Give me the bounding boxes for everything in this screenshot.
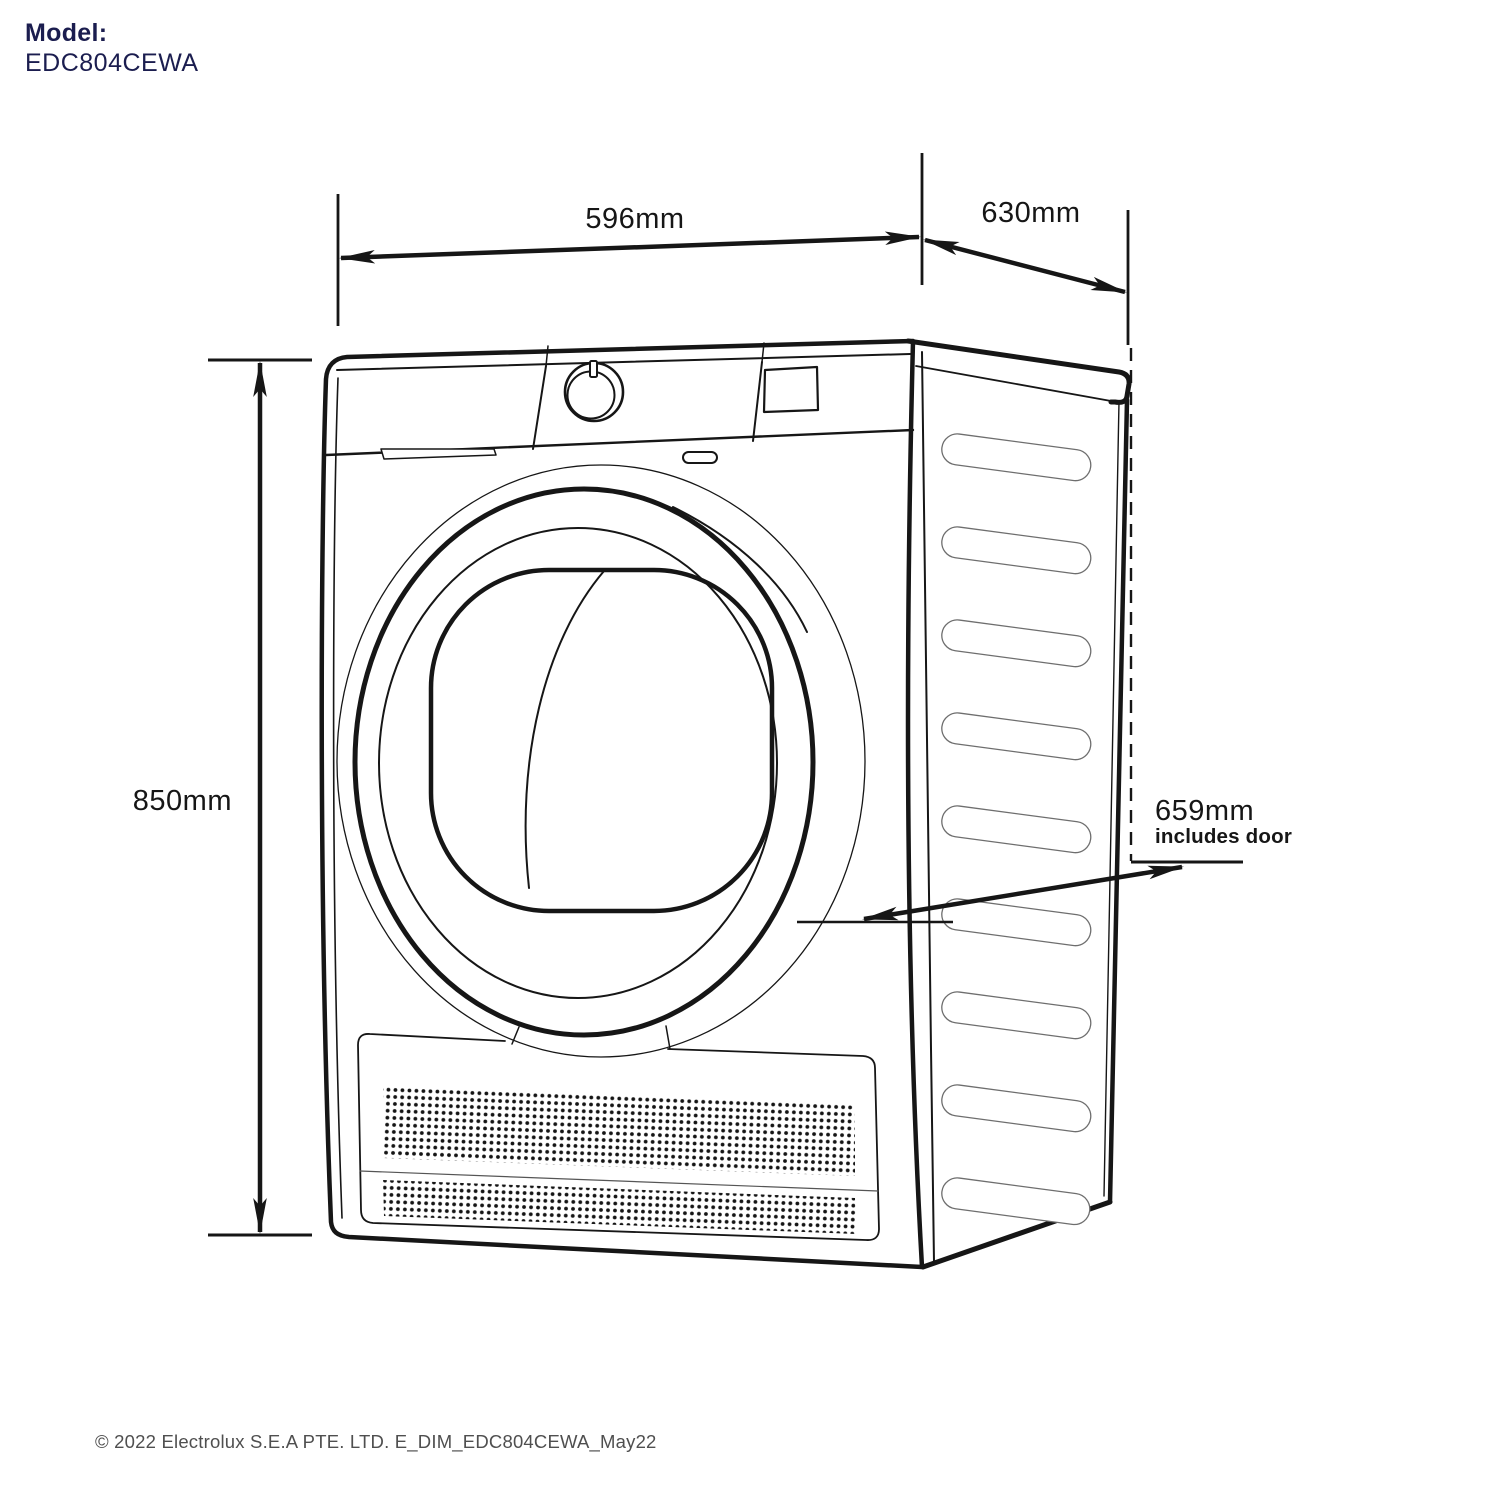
start-button [682,451,718,464]
copyright-note: © 2022 Electrolux S.E.A PTE. LTD. E_DIM_… [95,1431,657,1452]
dimension-labels: 596mm 630mm 850mm 659mm includes door [133,197,1292,848]
door-depth-dimension-arrow [862,864,1184,922]
grille-dots-band-lower [383,1180,856,1234]
dryer-door [336,464,866,1058]
door-inner-ring [378,527,778,999]
panel-divider-right [752,361,763,442]
model-block: Model: EDC804CEWA [25,18,199,78]
door-glass [428,567,775,914]
dryer-top-lid [905,338,1132,405]
panel-top-tick-left [545,345,549,367]
side-rear-edge [1107,397,1130,1205]
width-dimension [336,153,924,326]
display-window [762,365,820,414]
panel-divider-left [532,365,547,450]
height-dimension-label: 850mm [133,785,232,817]
door-depth-dimension-note: includes door [1155,825,1292,848]
model-label: Model: [25,19,108,47]
panel-top-tick-right [761,342,765,363]
dryer-front-face [319,338,925,1270]
door-depth-dimension [797,348,1243,924]
door-highlight-arc [672,506,808,633]
model-number: EDC804CEWA [25,49,199,77]
program-knob-pointer [589,360,598,378]
height-dimension [208,358,312,1237]
side-rear-inner-line [1103,401,1120,1197]
side-vent-slots [941,433,1092,1226]
front-outline [319,338,925,1270]
door-glass-reflection-line [524,570,605,889]
door-frame-ring [352,486,816,1038]
width-dimension-label: 596mm [585,203,684,235]
grille-dots-band-upper [383,1086,855,1176]
front-right-corner-inner-line [921,351,935,1263]
detergent-drawer-slot [380,448,497,460]
front-top-inner-line [336,353,911,371]
depth-dimension-arrow [923,237,1127,295]
depth-dimension-label: 630mm [981,197,1080,229]
door-outer-trim-ring [336,464,866,1058]
door-panel-connector-right [665,1025,671,1050]
door-depth-dimension-label: 659mm [1155,795,1254,827]
lid-top-edge [905,338,1132,405]
front-left-inner-line [332,377,343,1219]
dryer-side-panel [915,351,1130,1270]
side-top-edge [915,365,1112,402]
grille-divider-line [359,1170,879,1192]
kick-panel-outline [357,1033,880,1241]
kick-panel [357,1033,880,1241]
control-panel [324,342,915,464]
width-dimension-arrow [339,231,921,264]
door-panel-connector-left [511,1026,520,1045]
depth-dimension [923,210,1130,345]
dimension-annotations [208,153,1243,1237]
dryer-illustration [319,338,1132,1270]
